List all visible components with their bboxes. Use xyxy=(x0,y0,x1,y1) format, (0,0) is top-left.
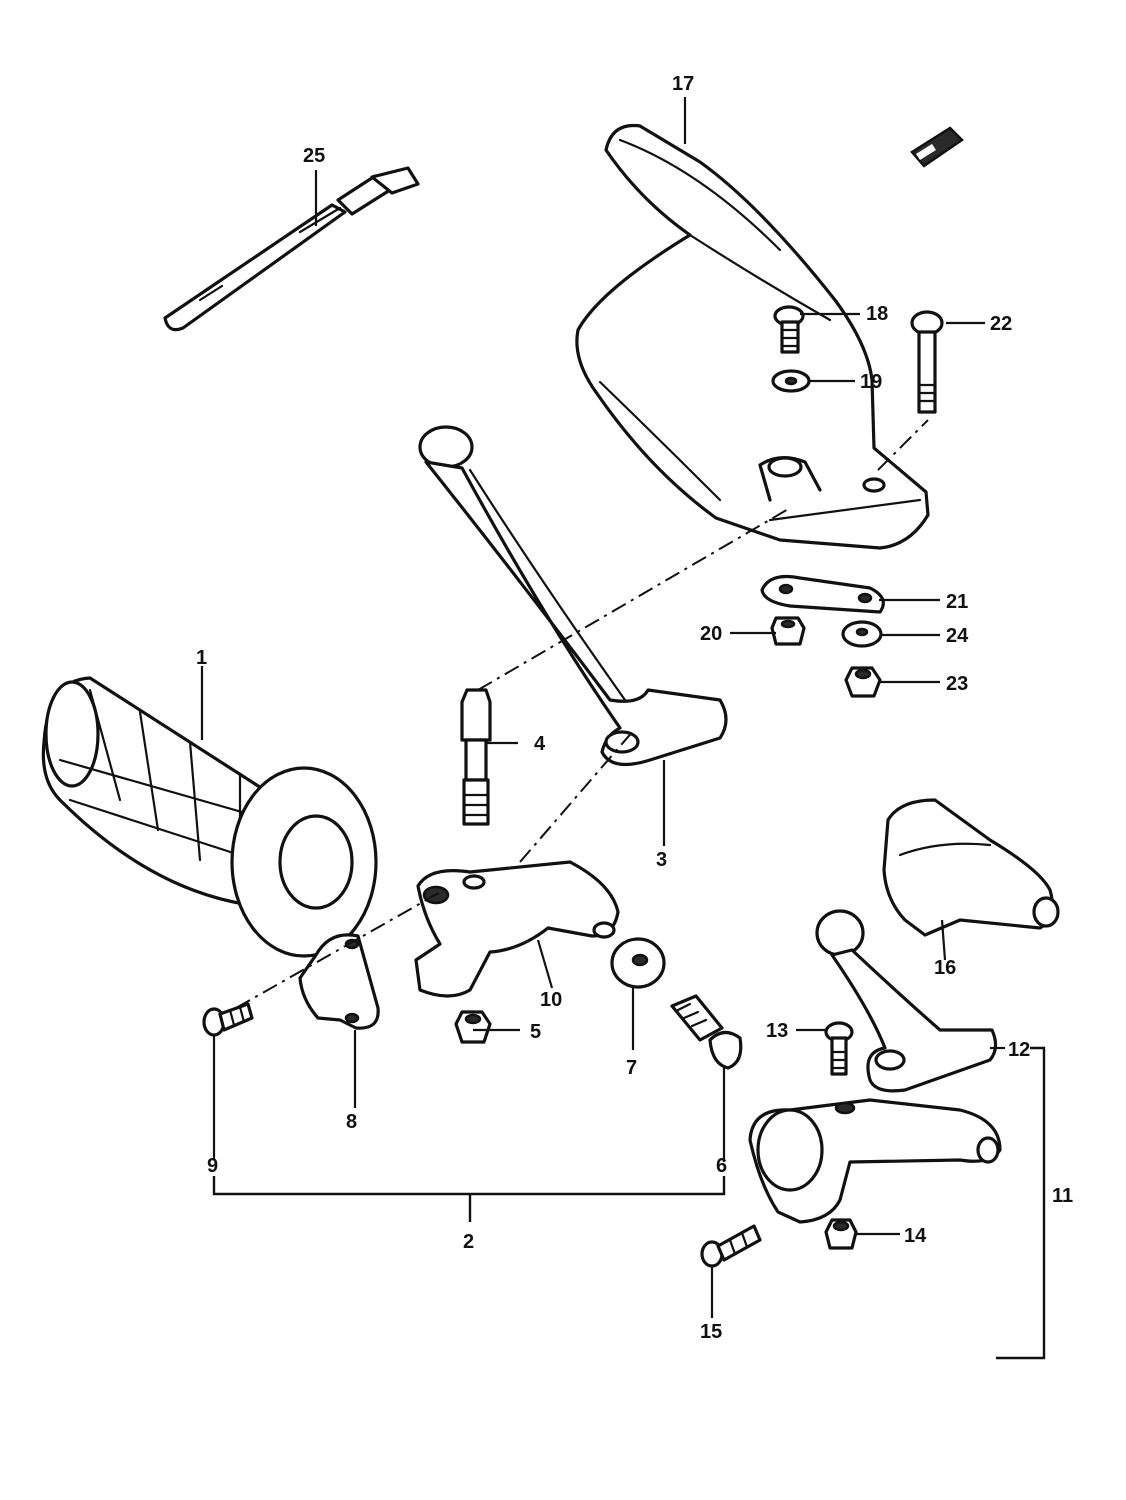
callout-16: 16 xyxy=(934,957,956,979)
callout-10: 10 xyxy=(540,989,562,1011)
part-5-nut xyxy=(454,1010,492,1044)
part-10-bracket xyxy=(414,860,620,998)
part-20-nut xyxy=(770,616,806,646)
callout-25: 25 xyxy=(303,145,325,167)
callout-14: 14 xyxy=(904,1225,927,1247)
callout-23: 23 xyxy=(946,673,968,695)
part-8-clamp xyxy=(298,933,380,1030)
callout-2: 2 xyxy=(463,1231,474,1253)
part-18-bolt xyxy=(773,305,805,354)
part-25-cable-tie xyxy=(163,166,420,332)
callout-17: 17 xyxy=(672,73,694,95)
callout-18: 18 xyxy=(866,303,888,325)
callout-22: 22 xyxy=(990,313,1012,335)
callout-13: 13 xyxy=(766,1020,788,1042)
callout-4: 4 xyxy=(534,733,546,755)
callout-11: 11 xyxy=(1052,1185,1073,1207)
callout-20: 20 xyxy=(700,623,722,645)
part-14-nut xyxy=(824,1218,858,1250)
part-13-bolt xyxy=(824,1021,854,1076)
callout-1: 1 xyxy=(196,647,207,669)
part-6-adjuster-bolt xyxy=(670,994,743,1070)
front-arrow-icon xyxy=(910,126,964,168)
callout-21: 21 xyxy=(946,591,968,613)
callout-19: 19 xyxy=(860,371,882,393)
part-11-bracket xyxy=(748,1098,1002,1224)
part-19-washer xyxy=(771,369,811,393)
part-15-screw xyxy=(700,1224,762,1268)
callout-9: 9 xyxy=(207,1155,218,1177)
callout-8: 8 xyxy=(346,1111,357,1133)
part-12-lever xyxy=(815,909,998,1093)
part-17-hand-guard xyxy=(575,123,930,550)
callout-5: 5 xyxy=(530,1021,541,1043)
part-16-boot xyxy=(882,798,1060,937)
part-21-plate xyxy=(760,574,885,614)
callout-12: 12 xyxy=(1008,1039,1030,1061)
callout-24: 24 xyxy=(946,625,969,647)
part-22-long-bolt xyxy=(910,310,944,414)
part-9-screw xyxy=(202,1002,254,1037)
callout-7: 7 xyxy=(626,1057,637,1079)
callout-15: 15 xyxy=(700,1321,722,1343)
callout-6: 6 xyxy=(716,1155,727,1177)
part-4-pivot-bolt xyxy=(460,688,492,826)
part-24-washer xyxy=(841,620,883,648)
part-23-nut xyxy=(844,666,882,698)
part-1-grip xyxy=(41,676,378,958)
part-7-washer xyxy=(610,937,666,989)
callout-3: 3 xyxy=(656,849,667,871)
part-3-lever xyxy=(418,425,728,767)
